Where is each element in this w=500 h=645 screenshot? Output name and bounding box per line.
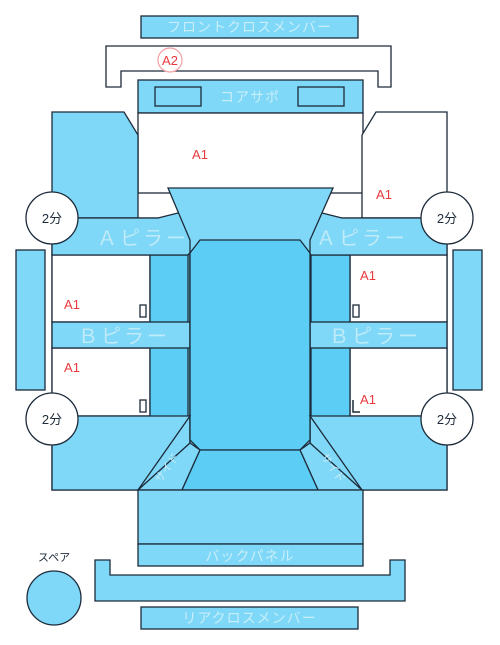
rear-left-wheel [25,392,79,446]
rear-cross-member-label: リアクロスメンバー [182,611,316,627]
trunk-lid [137,489,364,545]
front-right-wheel-label: 2分 [437,211,457,226]
right-rear-door-tab [352,400,360,413]
left-rear-door [51,347,151,417]
left-a-pillar-label: Ａピラー [97,226,189,250]
front-left-wheel [25,191,79,245]
core-support-panel [137,79,364,114]
left-rear-door-tab [139,399,147,413]
rear-cross-member-panel [140,606,359,630]
rear-quarter-right [308,415,448,491]
front-right-wheel [420,191,474,245]
right-front-door-tab [352,304,360,318]
engine-compartment-a1: A1 [192,147,208,162]
rear-right-wheel-label: 2分 [437,412,457,427]
right-side-skirt [452,249,483,391]
left-b-pillar [51,321,191,349]
core-support-right-slot [297,86,345,107]
a2-mark: A2 [162,53,178,68]
back-panel-label: バックパネル [205,549,294,565]
left-b-pillar-label: Ｂピラー [78,324,170,348]
spare-label: スペア [38,551,70,564]
right-fender-a1: A1 [376,187,392,202]
left-front-door [51,254,151,323]
left-front-door-a1: A1 [64,297,80,312]
roof-inner [189,239,311,451]
left-side-skirt [15,249,46,391]
right-b-pillar [309,321,448,349]
left-rear-door-a1: A1 [64,360,80,375]
spare-tire [26,570,82,626]
rear-left-wheel-label: 2分 [42,412,62,427]
core-support-label: コアサポ [220,90,280,106]
rear-bumper-bracket [94,559,406,602]
right-front-door-a1: A1 [360,268,376,283]
back-panel [137,543,364,567]
front-cross-member-panel [140,15,359,39]
engine-compartment [137,112,364,194]
right-front-door [349,254,448,323]
right-a-pillar-label: Ａピラー [316,226,408,250]
right-b-pillar-label: Ｂピラー [329,324,421,348]
rear-right-wheel [420,392,474,446]
left-front-door-tab [139,304,147,318]
a2-mark-circle [157,47,183,73]
core-support-left-slot [154,86,202,107]
rear-window-panel [180,449,320,491]
right-rear-door-a1: A1 [360,392,376,407]
front-cross-member-label: フロントクロスメンバー [167,20,332,36]
front-left-wheel-label: 2分 [42,211,62,226]
